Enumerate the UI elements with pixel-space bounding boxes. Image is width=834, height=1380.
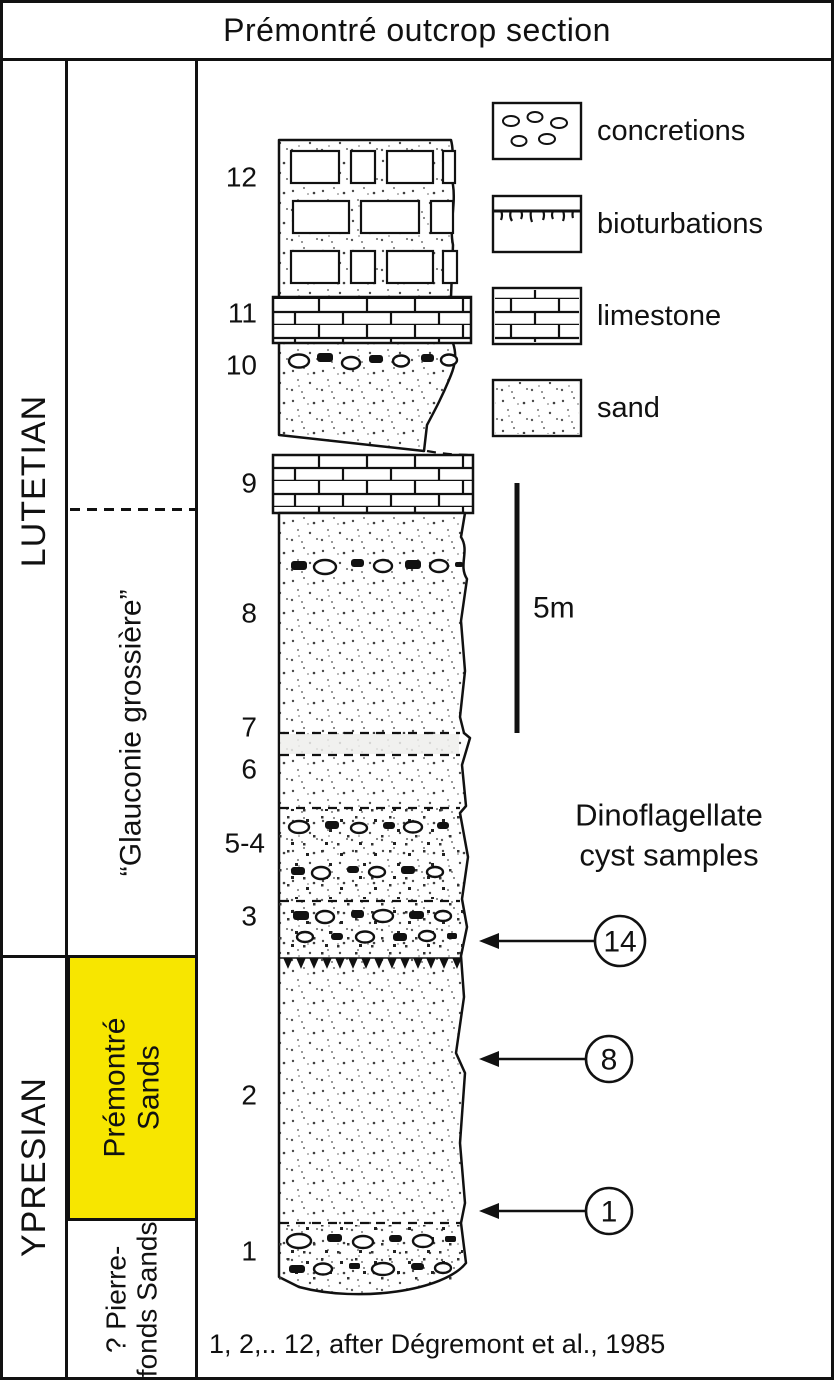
concretions-symbols	[502, 111, 568, 147]
formation-column-divider	[195, 58, 198, 1377]
stage-column-divider	[65, 58, 68, 1377]
limestone-swatch-fill	[495, 290, 579, 342]
premontre-line2: Sands	[132, 1045, 166, 1131]
title-divider	[3, 58, 831, 61]
unit-label-11: 11	[228, 298, 257, 329]
unit-1-coarse-texture	[279, 1225, 463, 1280]
pierrefonds-line1: ? Pierre-	[100, 1245, 132, 1353]
unit-labels: 12 11 10 9 8 7 6 5-4 3 2 1	[225, 162, 265, 1267]
legend-label-concretions: concretions	[597, 115, 745, 147]
unit-label-1: 1	[241, 1236, 257, 1267]
page-title: Prémontré outcrop section	[223, 12, 611, 48]
strat-column-svg: 12 11 10 9 8 7 6 5-4 3 2 1 concretions	[225, 101, 763, 1296]
unit-label-9: 9	[241, 468, 257, 499]
sand-swatch	[491, 378, 583, 438]
unit-9-limestone-band	[271, 453, 475, 515]
dashed-contacts	[280, 731, 460, 1225]
sample-number-14: 14	[603, 926, 636, 959]
unit-5-4-coarse-texture	[279, 809, 461, 899]
scale-bar: 5m	[514, 483, 575, 733]
unit-5-4-concretions	[287, 819, 449, 881]
stage-cell-ypresian: YPRESIAN	[3, 958, 65, 1377]
legend-label-limestone: limestone	[597, 300, 721, 332]
sample-number-8: 8	[601, 1044, 618, 1077]
unit-1-concretions	[285, 1232, 456, 1277]
samples-heading-line1: Dinoflagellate	[575, 798, 763, 833]
glauconie-upper-dashed-boundary	[70, 508, 195, 511]
unit-label-5-4: 5-4	[225, 828, 265, 859]
unit-8-concretions	[291, 558, 463, 576]
limestone-swatch	[491, 286, 583, 346]
upper-column-segment	[271, 138, 474, 457]
unit-3-concretions	[293, 908, 457, 944]
formation-cell-pierrefonds: ? Pierre- fonds Sands	[68, 1221, 195, 1377]
sample-circle-8	[584, 1034, 634, 1084]
legend-label-bioturbations: bioturbations	[597, 208, 763, 240]
stage-label-ypresian: YPRESIAN	[14, 1077, 53, 1258]
formation-label-glauconie: “Glauconie grossière”	[114, 589, 148, 877]
unit-label-12: 12	[226, 162, 257, 193]
figure-caption: 1, 2,.. 12, after Dégremont et al., 1985	[209, 1329, 666, 1359]
sample-circle-14	[593, 914, 647, 968]
premontre-line1: Prémontré	[98, 1017, 132, 1159]
formation-cell-premontre-sands: Prémontré Sands	[67, 955, 198, 1221]
unit-label-6: 6	[241, 754, 257, 785]
bioturbations-symbols	[493, 209, 581, 223]
unit-label-8: 8	[241, 598, 257, 629]
sand-swatch-fill	[495, 382, 579, 434]
unit-3-coarse-texture	[279, 903, 463, 955]
lower-column-segment	[277, 511, 472, 1296]
bioturbations-swatch	[491, 194, 583, 254]
sample-circle-1	[584, 1186, 634, 1236]
pierrefonds-line2: fonds Sands	[131, 1221, 163, 1377]
formation-label-pierrefonds: ? Pierre- fonds Sands	[100, 1221, 163, 1377]
unit-7-light-band	[280, 734, 459, 754]
unit-11-limestone-band	[271, 295, 473, 345]
samples-heading-line2: cyst samples	[579, 838, 758, 873]
samples-heading: Dinoflagellate cyst samples	[575, 798, 763, 873]
unit-label-7: 7	[241, 712, 257, 743]
legend: concretions bioturbations limestone sand	[491, 101, 763, 438]
scale-label: 5m	[533, 592, 575, 625]
bioturbated-contact	[279, 957, 463, 969]
unit-label-3: 3	[241, 901, 257, 932]
stage-label-lutetian: LUTETIAN	[14, 394, 53, 568]
legend-label-sand: sand	[597, 392, 660, 424]
unit-label-2: 2	[241, 1080, 257, 1111]
formation-cell-glauconie: “Glauconie grossière”	[68, 511, 195, 955]
sample-point-1: 1	[479, 1186, 634, 1236]
formation-label-premontre-sands: Prémontré Sands	[99, 1018, 166, 1158]
stage-cell-lutetian: LUTETIAN	[3, 61, 65, 901]
sample-point-8: 8	[479, 1034, 634, 1084]
unit-10-concretions	[287, 353, 459, 371]
unit-label-10: 10	[226, 350, 257, 381]
sample-point-14: 14	[479, 914, 647, 968]
sample-number-1: 1	[601, 1196, 618, 1229]
unit-12-concretion-blocks	[289, 149, 459, 285]
title-bar: Prémontré outcrop section	[3, 3, 831, 58]
